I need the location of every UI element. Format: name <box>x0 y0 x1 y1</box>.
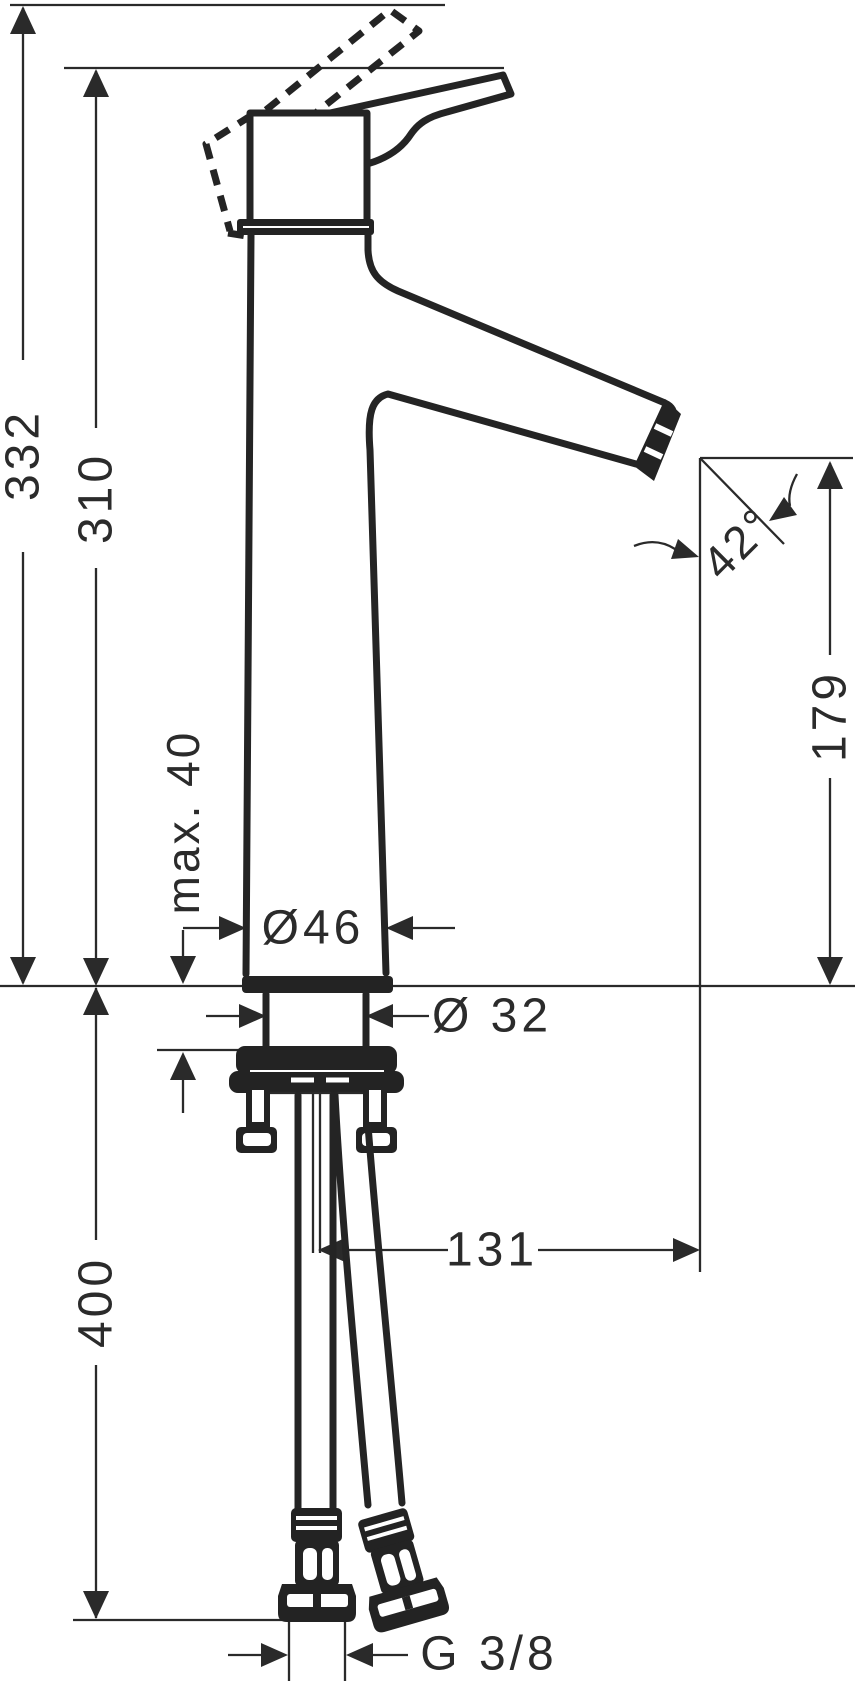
handle-raised-dashed <box>263 6 423 126</box>
hose-right-edge <box>331 1091 372 1509</box>
arrowhead <box>346 1643 373 1667</box>
arrowhead <box>769 497 797 521</box>
dimension-labels: 332 310 max. 40 400 179 Ø46 Ø 32 131 42°… <box>0 409 855 1681</box>
crimp-rib <box>364 1516 405 1532</box>
arrowhead <box>239 1004 266 1028</box>
arrowhead <box>170 1052 196 1080</box>
hose-connector-right <box>358 1508 450 1633</box>
dim-label-overall-height: 332 <box>0 409 50 501</box>
mounting-bracket-left <box>236 1090 277 1153</box>
column-left-edge <box>242 231 255 978</box>
spout-top-edge <box>364 231 678 423</box>
dimension-lines <box>10 6 843 1667</box>
lever-handle <box>326 71 515 168</box>
arrowhead <box>83 987 109 1015</box>
bracket-slot <box>252 1090 264 1122</box>
nut-slot-divider <box>313 1594 321 1607</box>
extension-lines <box>0 3 855 1681</box>
aerator-notch <box>643 446 664 460</box>
dim-label-shank-diameter: Ø 32 <box>432 990 552 1043</box>
crimp-rib <box>366 1525 408 1541</box>
dim-label-below-counter: 400 <box>70 1256 123 1348</box>
arrowhead <box>83 958 109 986</box>
faucet-body <box>202 6 681 1633</box>
arrowhead <box>817 957 843 985</box>
aerator-notch <box>653 423 674 437</box>
arrowhead <box>170 956 196 984</box>
bracket-slot <box>369 1090 381 1122</box>
handle-swing-dashed <box>202 112 254 232</box>
aerator <box>634 399 681 481</box>
arrowhead <box>10 957 36 985</box>
dim-label-outlet-reach: 131 <box>446 1224 538 1277</box>
cartridge-housing <box>246 109 371 221</box>
spout-underside <box>365 390 640 977</box>
arrowhead <box>10 6 36 34</box>
hex-flat <box>303 1548 317 1580</box>
hex-flat <box>399 1549 417 1581</box>
arrowhead <box>366 1004 393 1028</box>
dim-label-spout-top-height: 310 <box>70 452 123 544</box>
arrowhead <box>83 69 109 97</box>
dim-label-max-thickness: max. 40 <box>157 730 209 915</box>
angle-leader-left <box>633 541 676 550</box>
angle-leader-right <box>788 473 799 507</box>
mounting-nut <box>229 1071 404 1093</box>
arrowhead <box>671 539 699 559</box>
arrowhead <box>386 916 413 940</box>
arrowhead <box>817 461 843 489</box>
arrowhead <box>83 1591 109 1619</box>
dim-label-hose-thread: G 3/8 <box>420 1628 557 1681</box>
arrowhead <box>219 916 246 940</box>
nut-slot-divider <box>401 1595 414 1611</box>
outlet-angle-line <box>699 457 785 545</box>
base-plate <box>242 976 393 993</box>
dim-label-outlet-height: 179 <box>804 670 855 762</box>
bracket-foot-slot <box>243 1133 271 1146</box>
crimp-sleeve <box>291 1508 342 1542</box>
arrowhead <box>673 1238 700 1262</box>
hex-flat <box>322 1548 333 1580</box>
mounting-washer <box>236 1046 397 1074</box>
hex-flat <box>381 1553 401 1586</box>
hose-right-edge <box>364 1121 406 1507</box>
hose-connector-left <box>278 1508 356 1622</box>
dim-label-body-diameter: Ø46 <box>262 902 365 955</box>
dim-label-outlet-angle: 42° <box>692 497 784 589</box>
arrowhead <box>261 1643 288 1667</box>
mounting-bracket-right <box>356 1090 397 1153</box>
